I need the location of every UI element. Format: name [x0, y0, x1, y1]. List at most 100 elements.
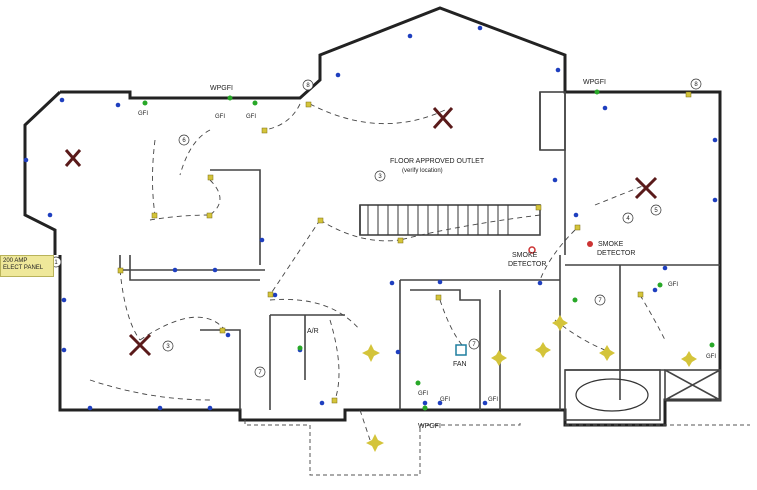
ceiling-fan-icon	[634, 176, 658, 200]
smoke-detector-2-label: SMOKE	[598, 241, 624, 248]
exhaust-fan-icon	[455, 344, 467, 356]
outlet-icon	[207, 405, 213, 411]
switch-icon	[574, 224, 581, 231]
gfi-label-6: GFI	[668, 282, 678, 288]
outlet-icon	[389, 280, 395, 286]
svg-text:7: 7	[258, 370, 262, 376]
gfi-label-1: GFI	[138, 111, 148, 117]
outlet-icon	[477, 25, 483, 31]
outlet-icon	[712, 137, 718, 143]
outlet-icon	[87, 405, 93, 411]
outlet-icon	[652, 287, 658, 293]
outlet-icon	[422, 400, 428, 406]
smoke-detector-icon	[528, 246, 536, 254]
light-fixtures	[362, 315, 697, 452]
outlet-icon	[47, 212, 53, 218]
gfi-outlet-icon	[297, 345, 303, 351]
outlet-icon	[537, 280, 543, 286]
wfgfi-label-1: WPGFI	[210, 85, 233, 92]
switch-icon	[267, 291, 274, 298]
light-fixture-icon	[362, 344, 380, 362]
switch-icon	[435, 294, 442, 301]
fan-label: FAN	[453, 361, 467, 368]
switch-icon	[331, 397, 338, 404]
staircase	[367, 205, 509, 235]
outlet-icon	[115, 102, 121, 108]
wiring	[89, 103, 666, 441]
outlet-icon	[712, 197, 718, 203]
outlet-icon	[259, 237, 265, 243]
gfi-outlet-icon	[415, 380, 421, 386]
ceiling-fan-icon	[64, 149, 82, 167]
light-fixture-icon	[599, 345, 615, 361]
switch-icon	[117, 267, 124, 274]
light-fixture-icon	[681, 351, 697, 367]
gfi-outlets	[142, 89, 715, 411]
svg-text:7: 7	[598, 298, 602, 304]
outlet-icon	[23, 157, 29, 163]
interior-walls	[119, 91, 721, 421]
gfi-outlet-icon	[142, 100, 148, 106]
gfi-label-7: GFI	[706, 354, 716, 360]
gfi-outlet-icon	[422, 405, 428, 411]
floor-outlet-label: FLOOR APPROVED OUTLET	[390, 158, 485, 165]
gfi-outlet-icon	[572, 297, 578, 303]
switches	[117, 91, 692, 404]
air-label: A/R	[307, 328, 319, 335]
gfi-outlet-icon	[709, 342, 715, 348]
switch-icon	[317, 217, 324, 224]
svg-text:3: 3	[166, 344, 170, 350]
smoke-detector-1-sublabel: DETECTOR	[508, 261, 546, 268]
gfi-outlet-icon	[657, 282, 663, 288]
porch-outline	[244, 420, 521, 476]
wfgfi-label-2: WPGFI	[583, 79, 606, 86]
gfi-label-3: GFI	[246, 114, 256, 120]
light-fixture-icon	[552, 315, 568, 331]
outlet-icon	[335, 72, 341, 78]
light-fixture-icon	[535, 342, 551, 358]
switch-icon	[261, 127, 268, 134]
gfi-outlet-icon	[227, 95, 233, 101]
circuit-tags	[50, 78, 702, 378]
wfgfi-label-3: WPGFI	[418, 423, 441, 430]
ceiling-fan-icon	[128, 333, 152, 357]
svg-text:3: 3	[378, 174, 382, 180]
outlet-icon	[61, 347, 67, 353]
bathtub	[575, 378, 649, 412]
svg-text:8: 8	[694, 82, 698, 88]
outlet-icon	[272, 292, 278, 298]
electrical-panel-label: 200 AMP ELECT PANEL	[0, 255, 54, 277]
outlet-icon	[212, 267, 218, 273]
switch-icon	[397, 237, 404, 244]
outlet-icon	[482, 400, 488, 406]
outlet-icon	[437, 400, 443, 406]
smoke-detector-2-sublabel: DETECTOR	[597, 250, 635, 257]
exterior-walls	[23, 6, 722, 427]
switch-icon	[207, 174, 214, 181]
gfi-label-8: GFI	[418, 391, 428, 397]
gfi-outlet-icon	[594, 89, 600, 95]
svg-text:6: 6	[182, 138, 186, 144]
light-fixture-icon	[491, 350, 507, 366]
outlets	[23, 25, 718, 411]
gfi-label-4: GFI	[440, 397, 450, 403]
light-fixture-icon	[366, 434, 384, 452]
outlet-icon	[319, 400, 325, 406]
switch-icon	[219, 327, 226, 334]
switch-icon	[206, 212, 213, 219]
smoke-detector-icon	[587, 241, 593, 247]
switch-icon	[151, 212, 158, 219]
ceiling-fan-icon	[432, 106, 454, 130]
outlet-icon	[552, 177, 558, 183]
outlet-icon	[59, 97, 65, 103]
switch-icon	[535, 204, 542, 211]
outlet-icon	[555, 67, 561, 73]
panel-label-line1: 200 AMP	[3, 258, 28, 264]
outlet-icon	[662, 265, 668, 271]
svg-text:1: 1	[54, 260, 58, 266]
svg-text:5: 5	[654, 208, 658, 214]
gfi-outlet-icon	[252, 100, 258, 106]
outlet-icon	[573, 212, 579, 218]
outlet-icon	[157, 405, 163, 411]
